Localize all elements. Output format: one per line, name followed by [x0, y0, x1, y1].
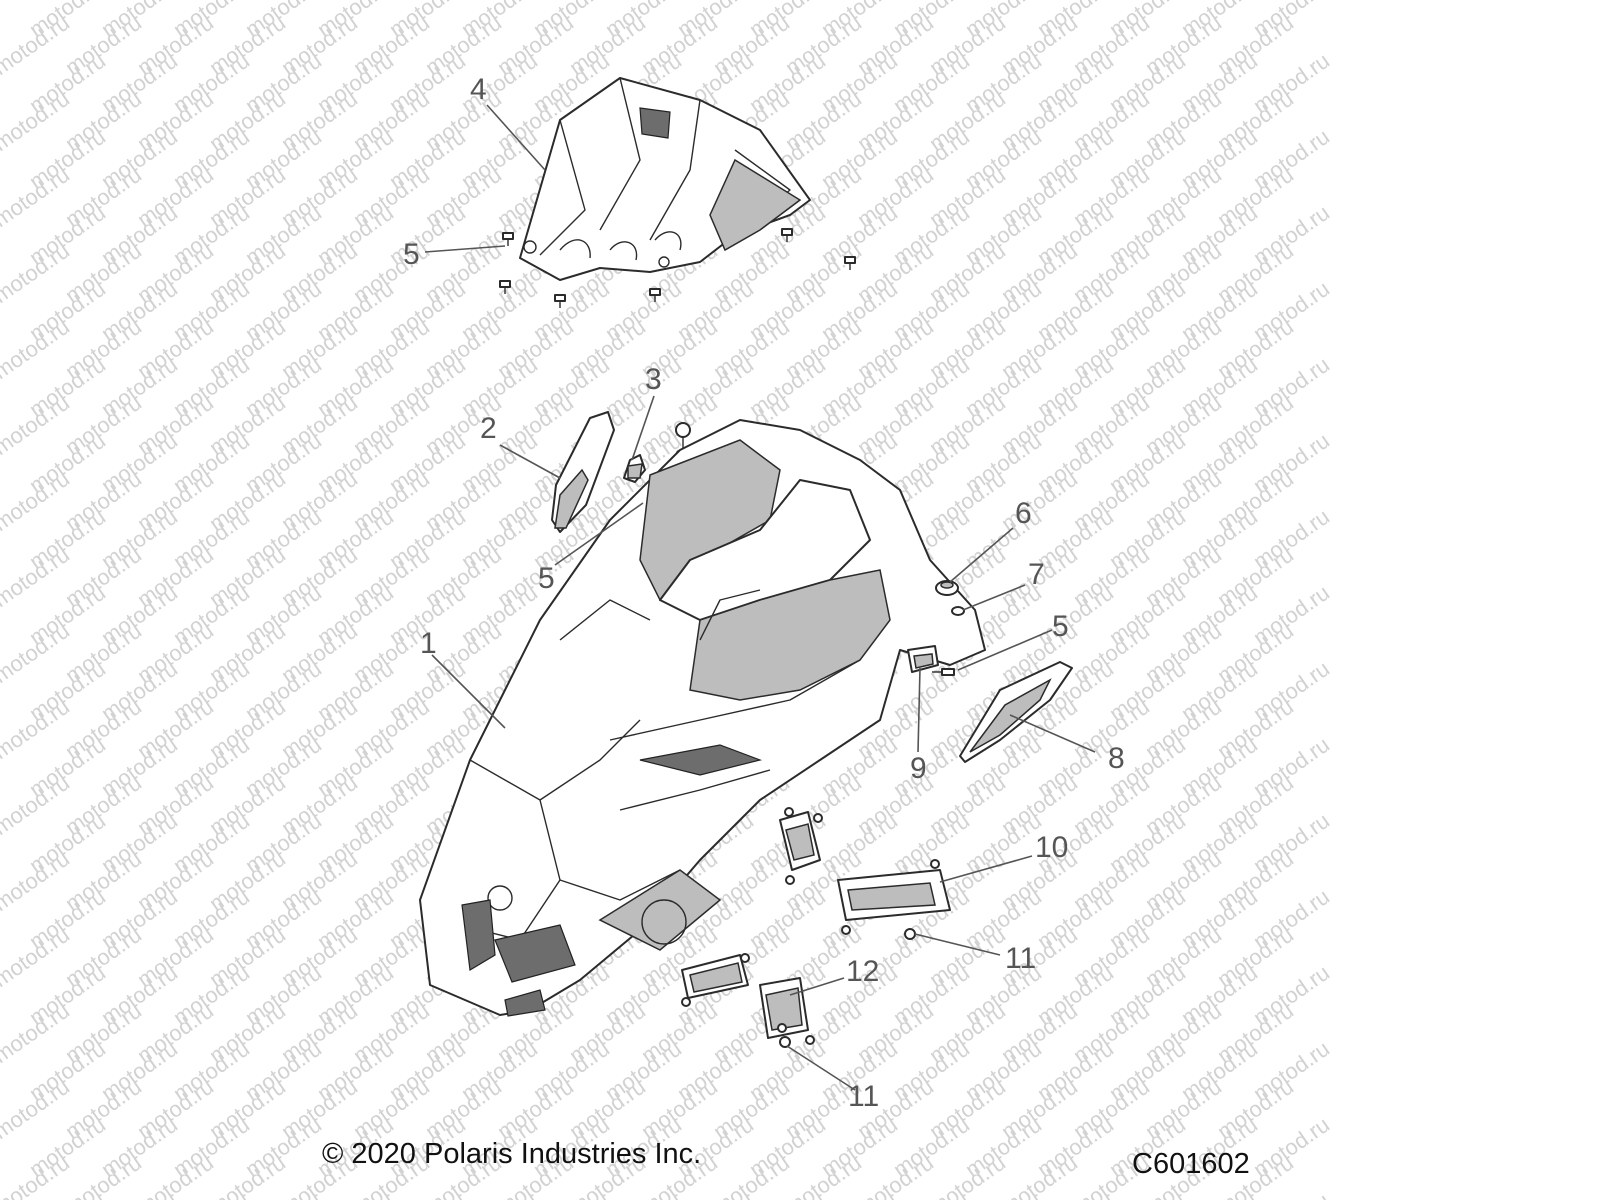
part-nut-11-lower — [779, 1036, 791, 1048]
callout-5: 5 — [403, 238, 420, 271]
callout-8: 8 — [1108, 742, 1125, 775]
callout-3: 3 — [645, 363, 662, 396]
callout-11: 11 — [848, 1080, 879, 1113]
callout-9: 9 — [910, 752, 927, 785]
callout-5: 5 — [1052, 610, 1069, 643]
callout-10: 10 — [1035, 831, 1068, 864]
callout-7: 7 — [1028, 558, 1045, 591]
part-nut-7 — [951, 606, 965, 616]
copyright-notice: © 2020 Polaris Industries Inc. — [322, 1138, 702, 1170]
callout-1: 1 — [420, 627, 437, 660]
callout-4: 4 — [470, 73, 487, 106]
callout-11: 11 — [1005, 942, 1036, 975]
part-nut-11-upper — [904, 928, 916, 940]
callout-6: 6 — [1015, 497, 1032, 530]
callout-5: 5 — [538, 562, 555, 595]
figure-code: C601602 — [1132, 1148, 1250, 1180]
callout-2: 2 — [480, 412, 497, 445]
callout-12: 12 — [846, 955, 879, 988]
part-fastener-6 — [935, 580, 959, 596]
